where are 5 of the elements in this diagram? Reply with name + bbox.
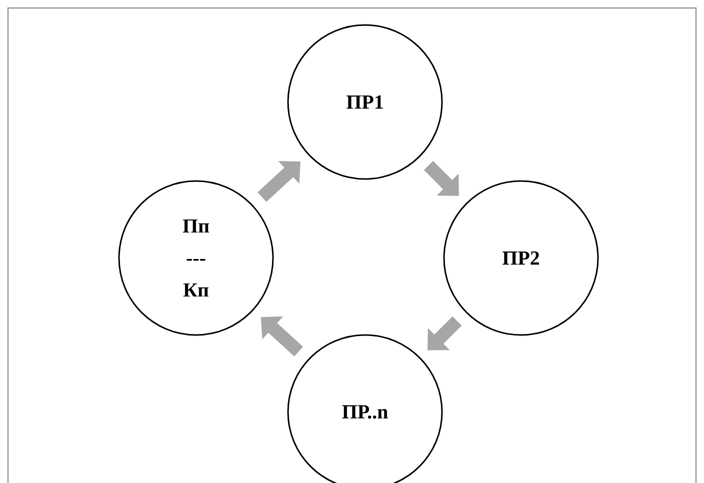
block-arrow: [258, 160, 300, 202]
circle-node: ПР2: [443, 180, 599, 336]
block-arrow: [424, 160, 459, 196]
circle-node: ПР1: [287, 24, 443, 180]
circle-node: Пп --- Кп: [118, 180, 274, 336]
